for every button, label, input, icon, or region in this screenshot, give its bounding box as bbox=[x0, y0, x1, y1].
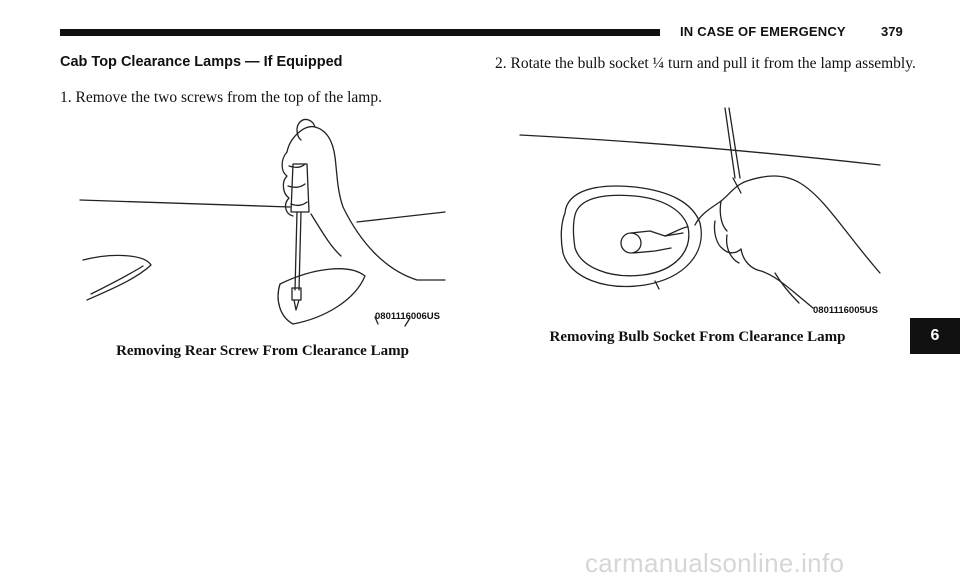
header-rule bbox=[60, 29, 660, 36]
figure-bulb-socket-caption: Removing Bulb Socket From Clearance Lamp bbox=[549, 329, 846, 345]
figure-rear-screw-code: 0801116006US bbox=[375, 311, 440, 322]
chapter-tab-label: 6 bbox=[930, 327, 940, 344]
figure-rear-screw: 0801116006US bbox=[75, 112, 450, 334]
figure-rear-screw-illustration: 0801116006US bbox=[79, 118, 446, 327]
step-2-text: 2. Rotate the bulb socket ¼ turn and pul… bbox=[495, 55, 916, 72]
section-heading: Cab Top Clearance Lamps — If Equipped bbox=[60, 54, 343, 70]
figure-rear-screw-caption: Removing Rear Screw From Clearance Lamp bbox=[116, 343, 409, 359]
step-1-text: 1. Remove the two screws from the top of… bbox=[60, 89, 382, 106]
figure-bulb-socket-code: 0801116005US bbox=[813, 305, 878, 316]
footer-watermark[interactable]: carmanualsonline.info bbox=[585, 548, 845, 578]
figure-bulb-socket-illustration: 0801116005US bbox=[519, 107, 881, 316]
header-section-title: IN CASE OF EMERGENCY bbox=[680, 24, 846, 39]
page-number: 379 bbox=[881, 24, 903, 39]
figure-bulb-socket: 0801116005US bbox=[515, 103, 885, 318]
chapter-tab[interactable]: 6 bbox=[910, 318, 960, 354]
